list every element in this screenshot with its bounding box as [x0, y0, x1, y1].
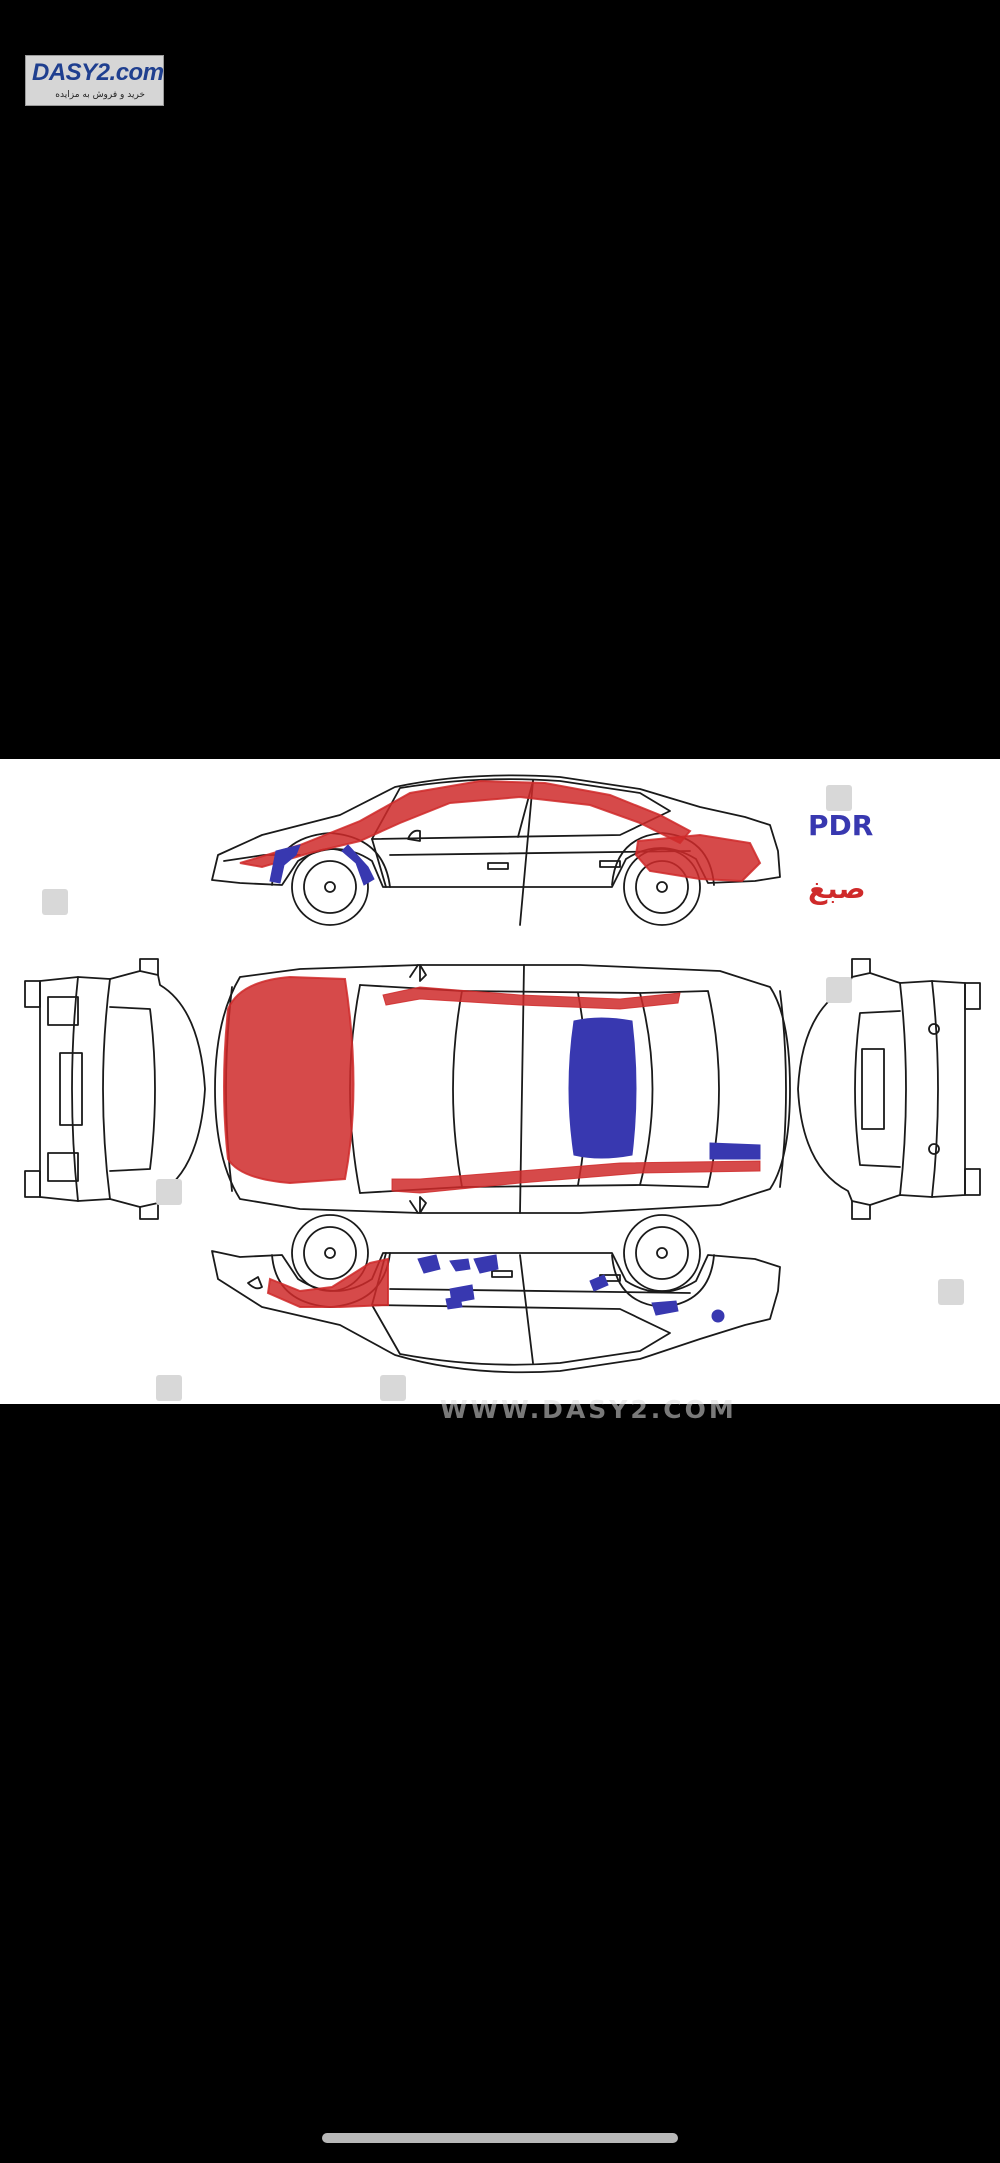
car-damage-diagram: PDR صبغ	[0, 759, 1000, 1404]
watermark-badge-icon	[826, 785, 852, 811]
watermark-badge-icon	[826, 977, 852, 1003]
legend-paint-label: صبغ	[808, 872, 866, 905]
logo-brand-text: DASY2.com	[32, 59, 164, 86]
watermark-badge-icon	[380, 1375, 406, 1401]
car-outline-drawing	[24, 774, 981, 1401]
watermark-badge-icon	[156, 1179, 182, 1205]
dasy2-logo[interactable]: DASY2.com خرید و فروش به مزایده	[25, 55, 164, 106]
logo-tagline: خرید و فروش به مزایده	[55, 90, 145, 100]
rear-view	[797, 958, 981, 1220]
legend-pdr-label: PDR	[808, 809, 874, 842]
side-view-right	[211, 1214, 781, 1374]
site-watermark: WWW.DASY2.COM	[440, 1395, 737, 1424]
home-indicator-bar[interactable]	[322, 2133, 678, 2143]
watermark-badge-icon	[156, 1375, 182, 1401]
watermark-icons	[42, 785, 964, 1401]
watermark-badge-icon	[42, 889, 68, 915]
paint-markings	[223, 779, 762, 1308]
pdr-markings	[269, 844, 761, 1323]
watermark-badge-icon	[938, 1279, 964, 1305]
